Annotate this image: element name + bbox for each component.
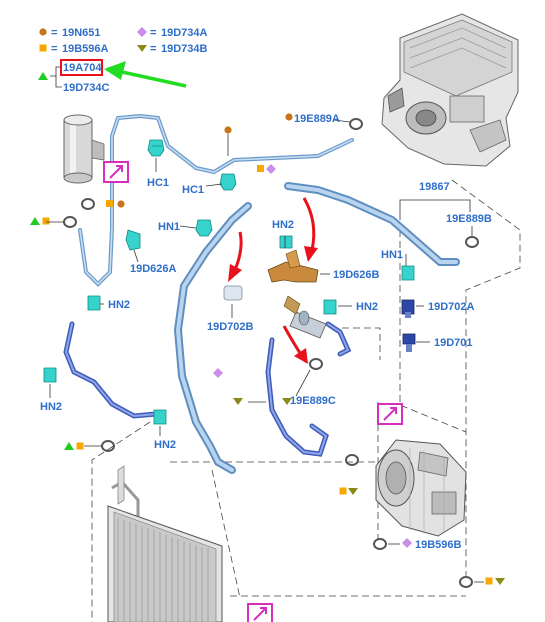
symbol-markers <box>30 126 505 585</box>
part-labels: 19E889A HC1 HC1 HN1 19D626A HN2 HN2 HN2 … <box>40 113 492 551</box>
tag-box-bottom <box>247 603 273 622</box>
label-19E889B: 19E889B <box>446 213 492 225</box>
label-19D702B: 19D702B <box>207 321 254 333</box>
pressure-sensor-19D702A <box>401 299 415 318</box>
label-hn2-center: HN2 <box>272 219 294 231</box>
highlight-box <box>60 59 103 76</box>
hose-clips <box>43 139 415 425</box>
pressure-switch-19D701 <box>402 333 416 352</box>
leader-lines <box>46 119 484 583</box>
label-hc1-top: HC1 <box>147 177 169 189</box>
label-19867: 19867 <box>419 181 450 193</box>
refrigerant-lines <box>63 113 460 474</box>
label-19D626A: 19D626A <box>130 263 177 275</box>
green-pointer-arrow <box>104 61 187 88</box>
legend-square-code: 19B596A <box>62 43 109 55</box>
hvac-evaporator-unit <box>381 13 519 167</box>
legend: = 19N651 = 19B596A = 19D734A = 19D734B 1… <box>38 27 208 94</box>
legend-triangle-code: 19D734C <box>63 82 110 94</box>
tag-box-top <box>103 161 129 183</box>
label-hc1-mid: HC1 <box>182 184 204 196</box>
legend-triangle-down-code: 19D734B <box>161 43 208 55</box>
label-hn2-left: HN2 <box>40 401 62 413</box>
label-19D626B: 19D626B <box>333 269 380 281</box>
label-19B596B: 19B596B <box>415 539 462 551</box>
legend-triangle-down-marker <box>137 45 147 52</box>
svg-text:=: = <box>150 27 156 39</box>
legend-diamond-marker <box>137 27 147 37</box>
red-callout-arrows <box>228 197 318 364</box>
legend-square-marker <box>39 44 47 52</box>
legend-triangle-marker <box>38 72 48 80</box>
legend-diamond-code: 19D734A <box>161 27 208 39</box>
legend-circle-marker <box>39 28 47 36</box>
label-19E889A: 19E889A <box>294 113 340 125</box>
tag-box-right <box>377 403 403 425</box>
label-hn2-bottom: HN2 <box>154 439 176 451</box>
label-hn1-right: HN1 <box>381 249 403 261</box>
legend-circle-code: 19N651 <box>62 27 101 39</box>
o-rings <box>63 118 479 588</box>
label-19D701: 19D701 <box>434 337 473 349</box>
condenser <box>107 465 223 622</box>
expansion-valve <box>283 295 327 339</box>
label-hn1-left: HN1 <box>158 221 180 233</box>
svg-text:=: = <box>51 27 57 39</box>
label-19D702A: 19D702A <box>428 301 475 313</box>
receiver-drier <box>63 114 105 184</box>
svg-text:=: = <box>51 43 57 55</box>
bracket-19D626B <box>267 249 319 283</box>
label-19E889C: 19E889C <box>290 395 336 407</box>
sleeve-19D702B <box>223 285 243 301</box>
ac-compressor <box>375 439 467 537</box>
legend-highlight-code: 19A704 <box>63 62 102 74</box>
svg-text:=: = <box>150 43 156 55</box>
label-hn2-left-upper: HN2 <box>108 299 130 311</box>
label-hn2-right: HN2 <box>356 301 378 313</box>
